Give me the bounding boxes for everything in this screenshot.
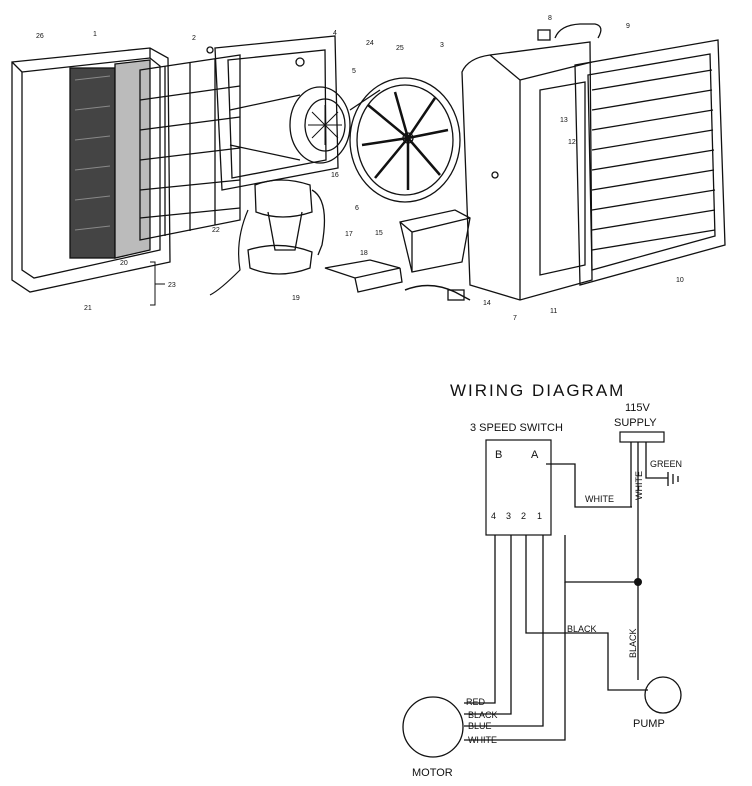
callout-1: 1 [93, 31, 97, 38]
callout-19: 19 [292, 295, 300, 302]
supply-voltage-label: 115V [625, 402, 651, 414]
callout-6: 6 [355, 205, 359, 212]
pad-retainer-grid [139, 54, 241, 241]
wire-label-white-top: WHITE [585, 494, 614, 504]
callout-21: 21 [84, 305, 92, 312]
terminal-a: A [531, 449, 539, 461]
callout-18: 18 [360, 250, 368, 257]
motor-symbol [402, 696, 464, 758]
wire-label-green: GREEN [650, 459, 682, 469]
callout-26: 26 [36, 33, 44, 40]
wire-label-white-motor: WHITE [468, 735, 497, 745]
wire-label-black-vertical: BLACK [628, 628, 638, 658]
callout-12: 12 [568, 139, 576, 146]
terminal-b: B [495, 449, 502, 461]
wiring-diagram-title: WIRING DIAGRAM [450, 381, 625, 400]
part-callouts: 26 1 2 4 24 25 3 8 9 5 13 12 16 6 17 22 … [36, 15, 684, 322]
supply-plug [619, 431, 665, 443]
power-cord [404, 284, 471, 301]
callout-25: 25 [396, 45, 404, 52]
wire-label-blue: BLUE [468, 721, 492, 731]
terminal-1: 1 [537, 511, 542, 521]
terminal-3: 3 [506, 511, 511, 521]
supply-label: SUPPLY [614, 417, 657, 429]
junction-node [634, 578, 642, 586]
pump-label: PUMP [633, 718, 665, 730]
handle-part [537, 23, 602, 41]
callout-24: 24 [366, 40, 374, 47]
wire-label-black-motor: BLACK [468, 710, 498, 720]
terminal-2: 2 [521, 511, 526, 521]
callout-20: 20 [120, 260, 128, 267]
callout-5: 5 [352, 68, 356, 75]
front-grille [574, 39, 726, 286]
filter-pad [69, 59, 151, 259]
callout-3: 3 [440, 42, 444, 49]
callout-16: 16 [331, 172, 339, 179]
callout-9: 9 [626, 23, 630, 30]
wire-label-red: RED [466, 697, 486, 707]
callout-8: 8 [548, 15, 552, 22]
callout-13: 13 [560, 117, 568, 124]
main-housing [461, 41, 593, 301]
bracket-part [324, 259, 403, 293]
motor-label: MOTOR [412, 767, 453, 779]
callout-23: 23 [168, 282, 176, 289]
wire-label-black-mid: BLACK [567, 624, 597, 634]
terminal-4: 4 [491, 511, 496, 521]
callout-10: 10 [676, 277, 684, 284]
fan-blade [349, 77, 461, 203]
callout-2: 2 [192, 35, 196, 42]
pump-part [209, 179, 326, 296]
three-speed-switch [485, 439, 552, 536]
water-tray [399, 209, 471, 273]
rear-frame-panel [11, 47, 171, 293]
callout-14: 14 [483, 300, 491, 307]
exploded-parts-view [11, 23, 726, 306]
switch-label: 3 SPEED SWITCH [470, 422, 563, 434]
callout-11: 11 [550, 308, 557, 315]
callout-15: 15 [375, 230, 383, 237]
pump-symbol [644, 676, 682, 714]
wire-label-white-vertical: WHITE [634, 471, 644, 500]
callout-17: 17 [345, 231, 353, 238]
callout-4: 4 [333, 30, 337, 37]
callout-22: 22 [212, 227, 220, 234]
wiring-diagram: WIRING DIAGRAM 115V SUPPLY 3 SPEED SWITC… [402, 381, 682, 779]
callout-7: 7 [513, 315, 517, 322]
side-panel [206, 35, 339, 191]
wires [464, 442, 679, 741]
motor-part [229, 86, 351, 164]
